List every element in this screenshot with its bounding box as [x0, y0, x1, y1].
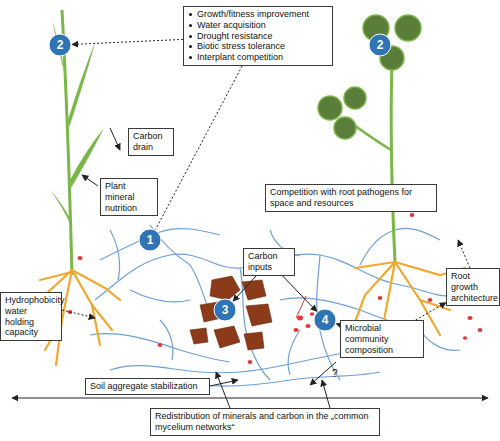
text: 4 — [322, 313, 329, 327]
text: 2 — [57, 38, 64, 52]
box-text: Carbon inputs — [248, 251, 290, 273]
soil-aggregates — [190, 276, 272, 350]
text-box: Root growth architecture — [446, 268, 500, 306]
text: Microbial community composition — [345, 323, 393, 355]
text: Carbon drain — [133, 131, 163, 152]
leader-arrows — [12, 128, 488, 408]
text-box: Redistribution of minerals and carbon in… — [150, 408, 380, 436]
connector-arrow — [72, 39, 183, 44]
bullet-dot — [189, 56, 192, 59]
box-text: Carbon drain — [133, 131, 169, 153]
callout-text: 4 — [313, 308, 337, 332]
bullet-dot — [189, 13, 192, 16]
text-box: Competition with root pathogens for spac… — [265, 184, 437, 212]
connector-arrow — [282, 276, 316, 312]
text-box: Hydrophobicity water holding capacity — [0, 292, 62, 341]
callout-text: 2 — [368, 33, 392, 57]
bullet-dot — [189, 45, 192, 48]
text-box: Plant mineral nutrition — [100, 178, 158, 216]
text: Hydrophobicity water holding capacity — [5, 295, 65, 337]
box-text: Hydrophobicity water holding capacity — [5, 295, 57, 338]
callout-number: 3 — [213, 298, 237, 322]
text: Competition with root pathogens for spac… — [270, 187, 412, 208]
text: Carbon inputs — [248, 251, 278, 272]
text: Water acquisition — [197, 20, 266, 30]
callout-number: 4 — [313, 308, 337, 332]
box-text: Plant mineral nutrition — [105, 181, 153, 213]
callout-text: 1 — [138, 228, 162, 252]
box-text: Soil aggregate stabilization — [90, 381, 205, 392]
list-item: Interplant competition — [188, 52, 328, 63]
box-text: Competition with root pathogens for spac… — [270, 187, 432, 209]
text: 2 — [377, 38, 384, 52]
list-item: Growth/fitness improvement — [188, 9, 328, 20]
text: 1 — [147, 233, 154, 247]
text: Biotic stress tolerance — [197, 41, 285, 51]
box-text: Root growth architecture — [451, 271, 495, 303]
callout-text: 3 — [213, 298, 237, 322]
text-box: Soil aggregate stabilization — [85, 378, 210, 395]
bullet-dot — [189, 35, 192, 38]
list-item: Biotic stress tolerance — [188, 41, 328, 52]
text: Root growth architecture — [451, 271, 498, 303]
box-text: Redistribution of minerals and carbon in… — [155, 411, 375, 433]
bullet-dot — [189, 24, 192, 27]
callout-text: 2 — [48, 33, 72, 57]
free-label: ? — [332, 368, 338, 379]
hypha-red — [296, 296, 306, 318]
text: Interplant competition — [197, 52, 283, 62]
text: Redistribution of minerals and carbon in… — [155, 411, 369, 432]
text: Drought resistance — [197, 31, 273, 41]
connector-arrow — [233, 276, 256, 302]
box-text: Microbial community composition — [345, 323, 419, 355]
text-box: Carbon inputs — [243, 248, 295, 276]
text: 3 — [222, 303, 229, 317]
connector-arrow — [416, 303, 446, 320]
list-item: Drought resistance — [188, 31, 328, 42]
spores — [68, 213, 483, 364]
callout-number: 1 — [138, 228, 162, 252]
hyphae — [90, 225, 460, 386]
clover-plant — [318, 15, 465, 350]
list-item: Water acquisition — [188, 20, 328, 31]
text: Soil aggregate stabilization — [90, 381, 198, 391]
callout-number: 2 — [48, 33, 72, 57]
text: Plant mineral nutrition — [105, 181, 137, 213]
text-box: Microbial community composition — [340, 320, 424, 358]
text-box: Carbon drain — [128, 128, 174, 156]
callout-number: 2 — [368, 33, 392, 57]
text: Growth/fitness improvement — [197, 9, 309, 19]
bullet-list-box: Growth/fitness improvementWater acquisit… — [183, 6, 333, 66]
